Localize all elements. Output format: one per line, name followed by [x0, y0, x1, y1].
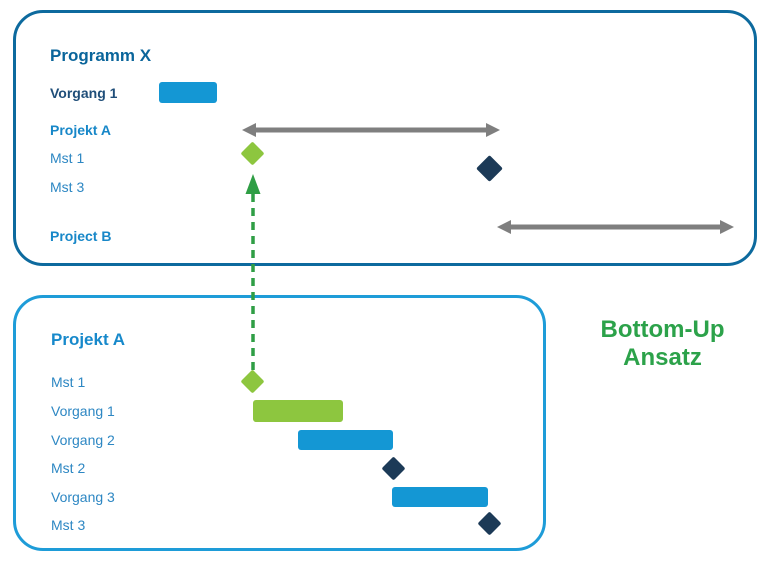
annotation-line-1: Bottom-Up — [600, 316, 725, 343]
project-panel-title: Projekt A — [51, 330, 126, 349]
task-bar-program-vorgang-1 — [159, 82, 217, 103]
row-label-program-mst-1: Mst 1 — [50, 150, 85, 166]
row-label-program-projekt-a: Projekt A — [50, 122, 111, 138]
row-label-project-mst-3: Mst 3 — [51, 517, 86, 533]
program-panel-title: Programm X — [50, 46, 152, 65]
program-panel — [13, 10, 757, 266]
row-label-program-vorgang-1: Vorgang 1 — [50, 85, 118, 101]
task-bar-project-vorgang-3 — [392, 487, 488, 507]
annotation-bottom-up-ansatz: Bottom-Up Ansatz — [585, 316, 740, 372]
row-label-program-mst-3: Mst 3 — [50, 179, 85, 195]
row-label-project-vorgang-1: Vorgang 1 — [51, 403, 115, 419]
row-label-project-mst-2: Mst 2 — [51, 460, 86, 476]
row-label-project-mst-1: Mst 1 — [51, 374, 86, 390]
task-bar-project-vorgang-1 — [253, 400, 343, 422]
annotation-line-2: Ansatz — [623, 344, 702, 371]
row-label-project-vorgang-3: Vorgang 3 — [51, 489, 115, 505]
project-panel — [13, 295, 546, 551]
row-label-program-project-b: Project B — [50, 228, 112, 244]
task-bar-project-vorgang-2 — [298, 430, 393, 450]
row-label-project-vorgang-2: Vorgang 2 — [51, 432, 115, 448]
